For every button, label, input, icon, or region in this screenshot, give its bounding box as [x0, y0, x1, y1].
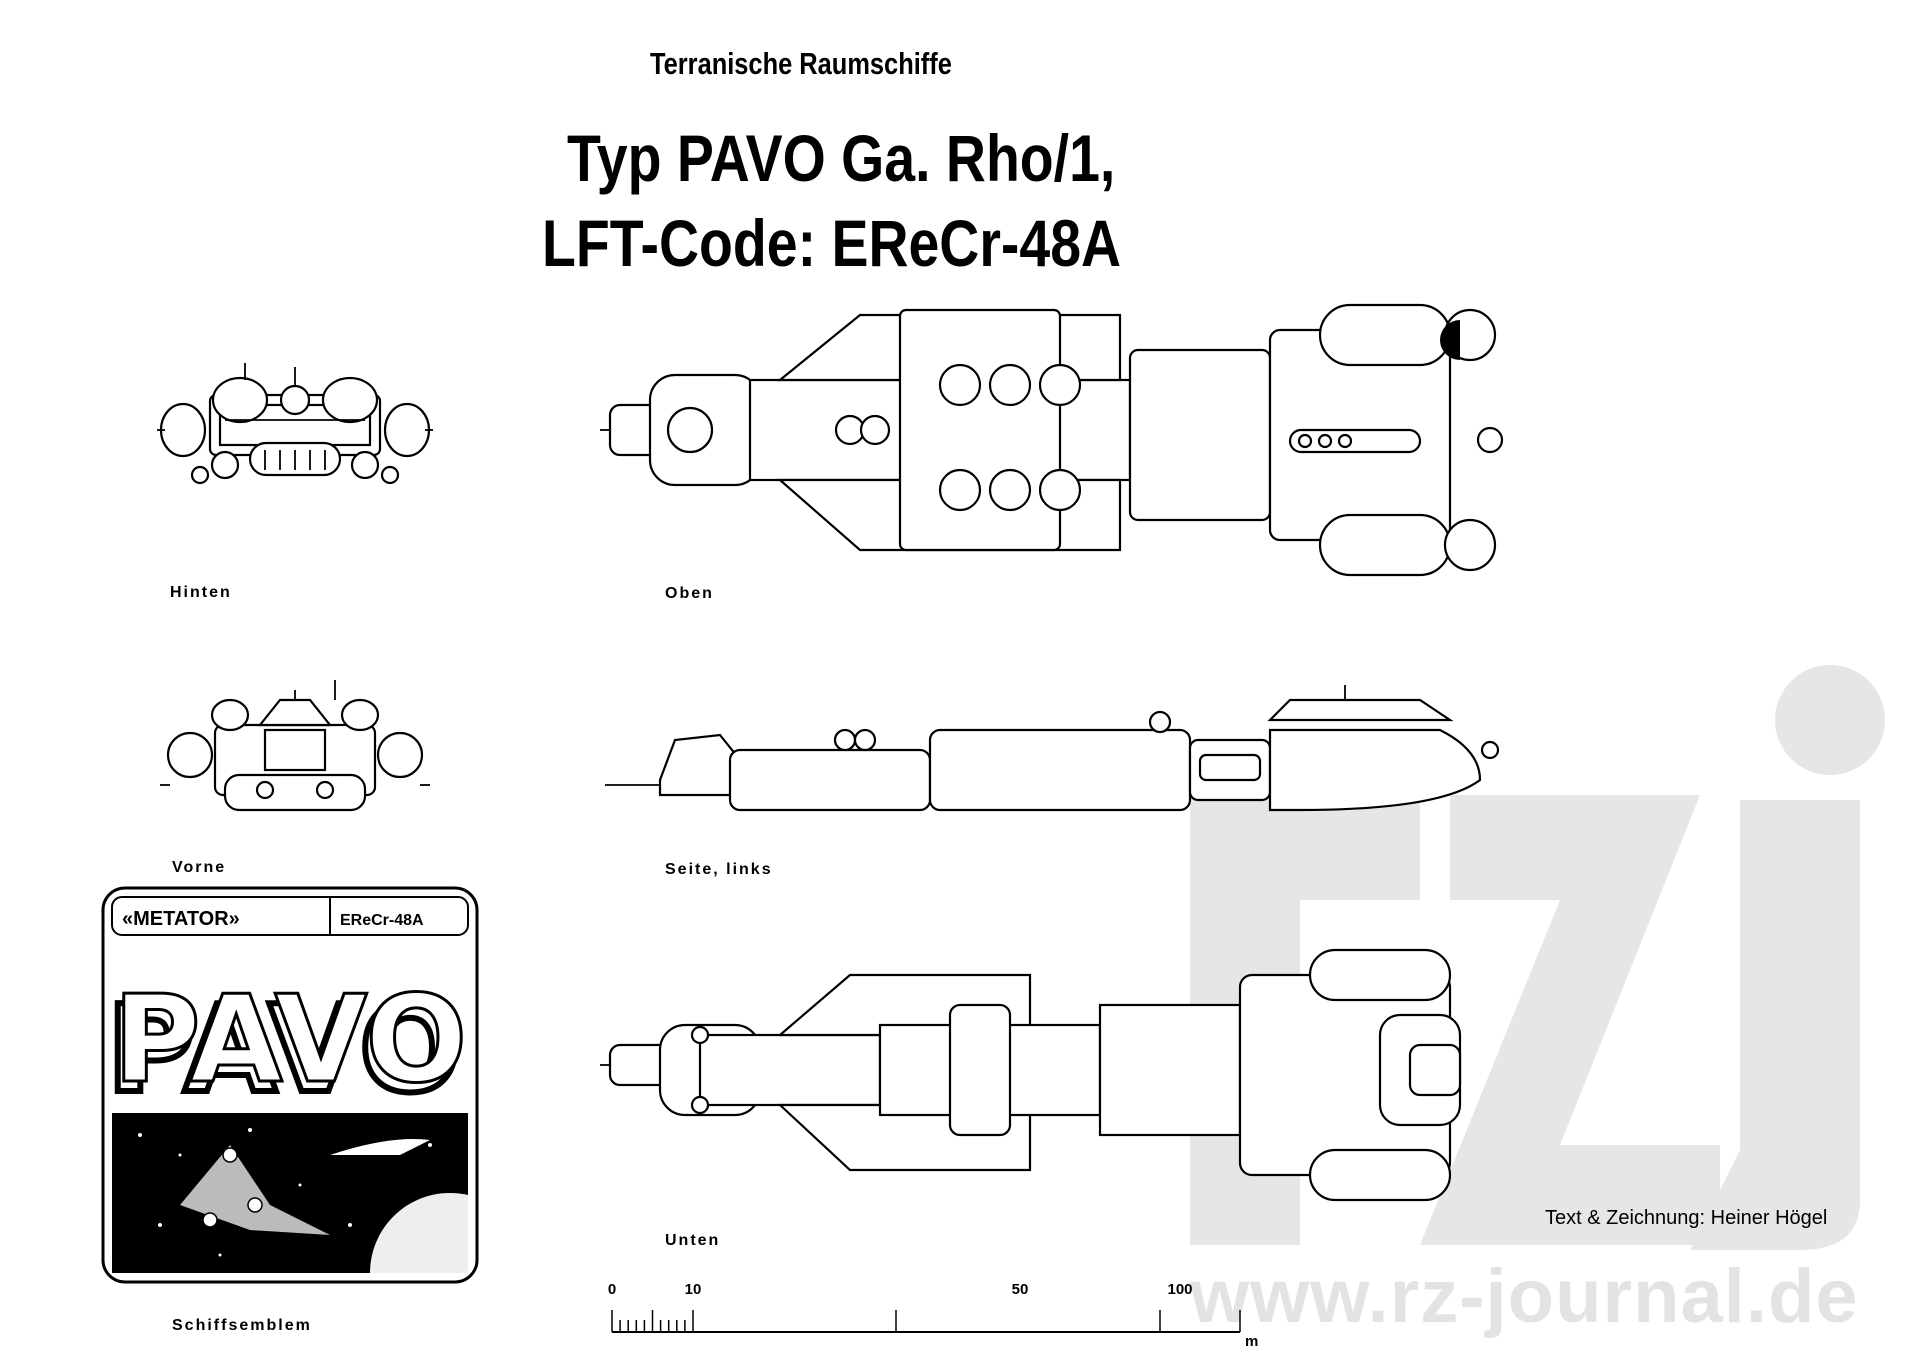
emblem-name: PAVO — [113, 971, 467, 1110]
emblem-code: EReCr-48A — [340, 912, 424, 929]
scale-bar: 0 10 50 100 m — [608, 1281, 1259, 1350]
ship-emblem: «METATOR» EReCr-48A PAVO PAVO — [101, 886, 479, 1284]
front-view-drawing — [160, 680, 430, 812]
bottom-view-drawing — [600, 948, 1462, 1202]
emblem-ship-name: «METATOR» — [122, 908, 240, 930]
front-view-label: Vorne — [172, 859, 227, 876]
scale-tick-10: 10 — [685, 1281, 702, 1298]
credit: Text & Zeichnung: Heiner Högel — [1545, 1207, 1828, 1229]
scale-tick-0: 0 — [608, 1281, 616, 1298]
emblem-label: Schiffsemblem — [172, 1317, 312, 1334]
watermark-url: www.rz-journal.de — [1190, 1254, 1859, 1339]
supertitle: Terranische Raumschiffe — [650, 46, 952, 81]
emblem-name-shadow: PAVO — [107, 981, 461, 1120]
rear-view-label: Hinten — [170, 584, 232, 601]
rear-view-drawing — [157, 363, 433, 485]
side-view-drawing — [605, 685, 1500, 812]
scale-unit: m — [1245, 1333, 1258, 1350]
bottom-view-label: Unten — [665, 1232, 721, 1249]
scale-tick-50: 50 — [1012, 1281, 1029, 1298]
page-title-line1: Typ PAVO Ga. Rho/1, — [567, 121, 1116, 195]
top-view-drawing — [600, 303, 1504, 577]
scale-tick-100: 100 — [1167, 1281, 1192, 1298]
page-title-line2: LFT-Code: EReCr-48A — [542, 206, 1122, 280]
top-view-label: Oben — [665, 585, 714, 602]
side-view-label: Seite, links — [665, 861, 773, 878]
